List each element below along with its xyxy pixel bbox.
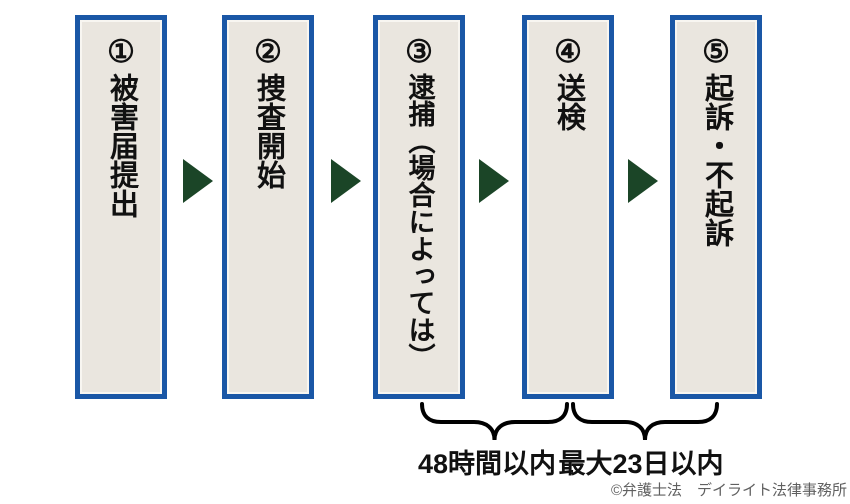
right-triangle-arrow-icon [331, 159, 361, 203]
right-triangle-arrow-icon [183, 159, 213, 203]
step-label: 起訴・不起訴 [700, 73, 733, 247]
step-label: 逮捕（場合によっては） [404, 73, 435, 370]
time-span-label-48h: 48時間以内 [417, 449, 557, 479]
right-triangle-arrow-icon [479, 159, 509, 203]
step-number: ① [107, 34, 135, 69]
copyright-text: ©弁護士法 デイライト法律事務所 [610, 482, 847, 499]
step-number: ④ [554, 34, 582, 69]
underbrace-23d [571, 402, 719, 441]
step-box-2: ② 捜査開始 [222, 15, 314, 399]
time-span-label-23d: 最大23日以内 [558, 449, 724, 479]
step-label: 被害届提出 [105, 73, 138, 218]
underbrace-48h [420, 402, 569, 441]
step-number: ② [254, 34, 282, 69]
step-number: ⑤ [702, 34, 730, 69]
right-triangle-arrow-icon [628, 159, 658, 203]
step-number: ③ [405, 34, 433, 69]
step-box-4: ④ 送検 [522, 15, 614, 399]
step-label: 送検 [552, 73, 585, 131]
step-box-1: ① 被害届提出 [75, 15, 167, 399]
step-label: 捜査開始 [252, 73, 285, 189]
step-box-3: ③ 逮捕（場合によっては） [373, 15, 465, 399]
step-box-5: ⑤ 起訴・不起訴 [670, 15, 762, 399]
